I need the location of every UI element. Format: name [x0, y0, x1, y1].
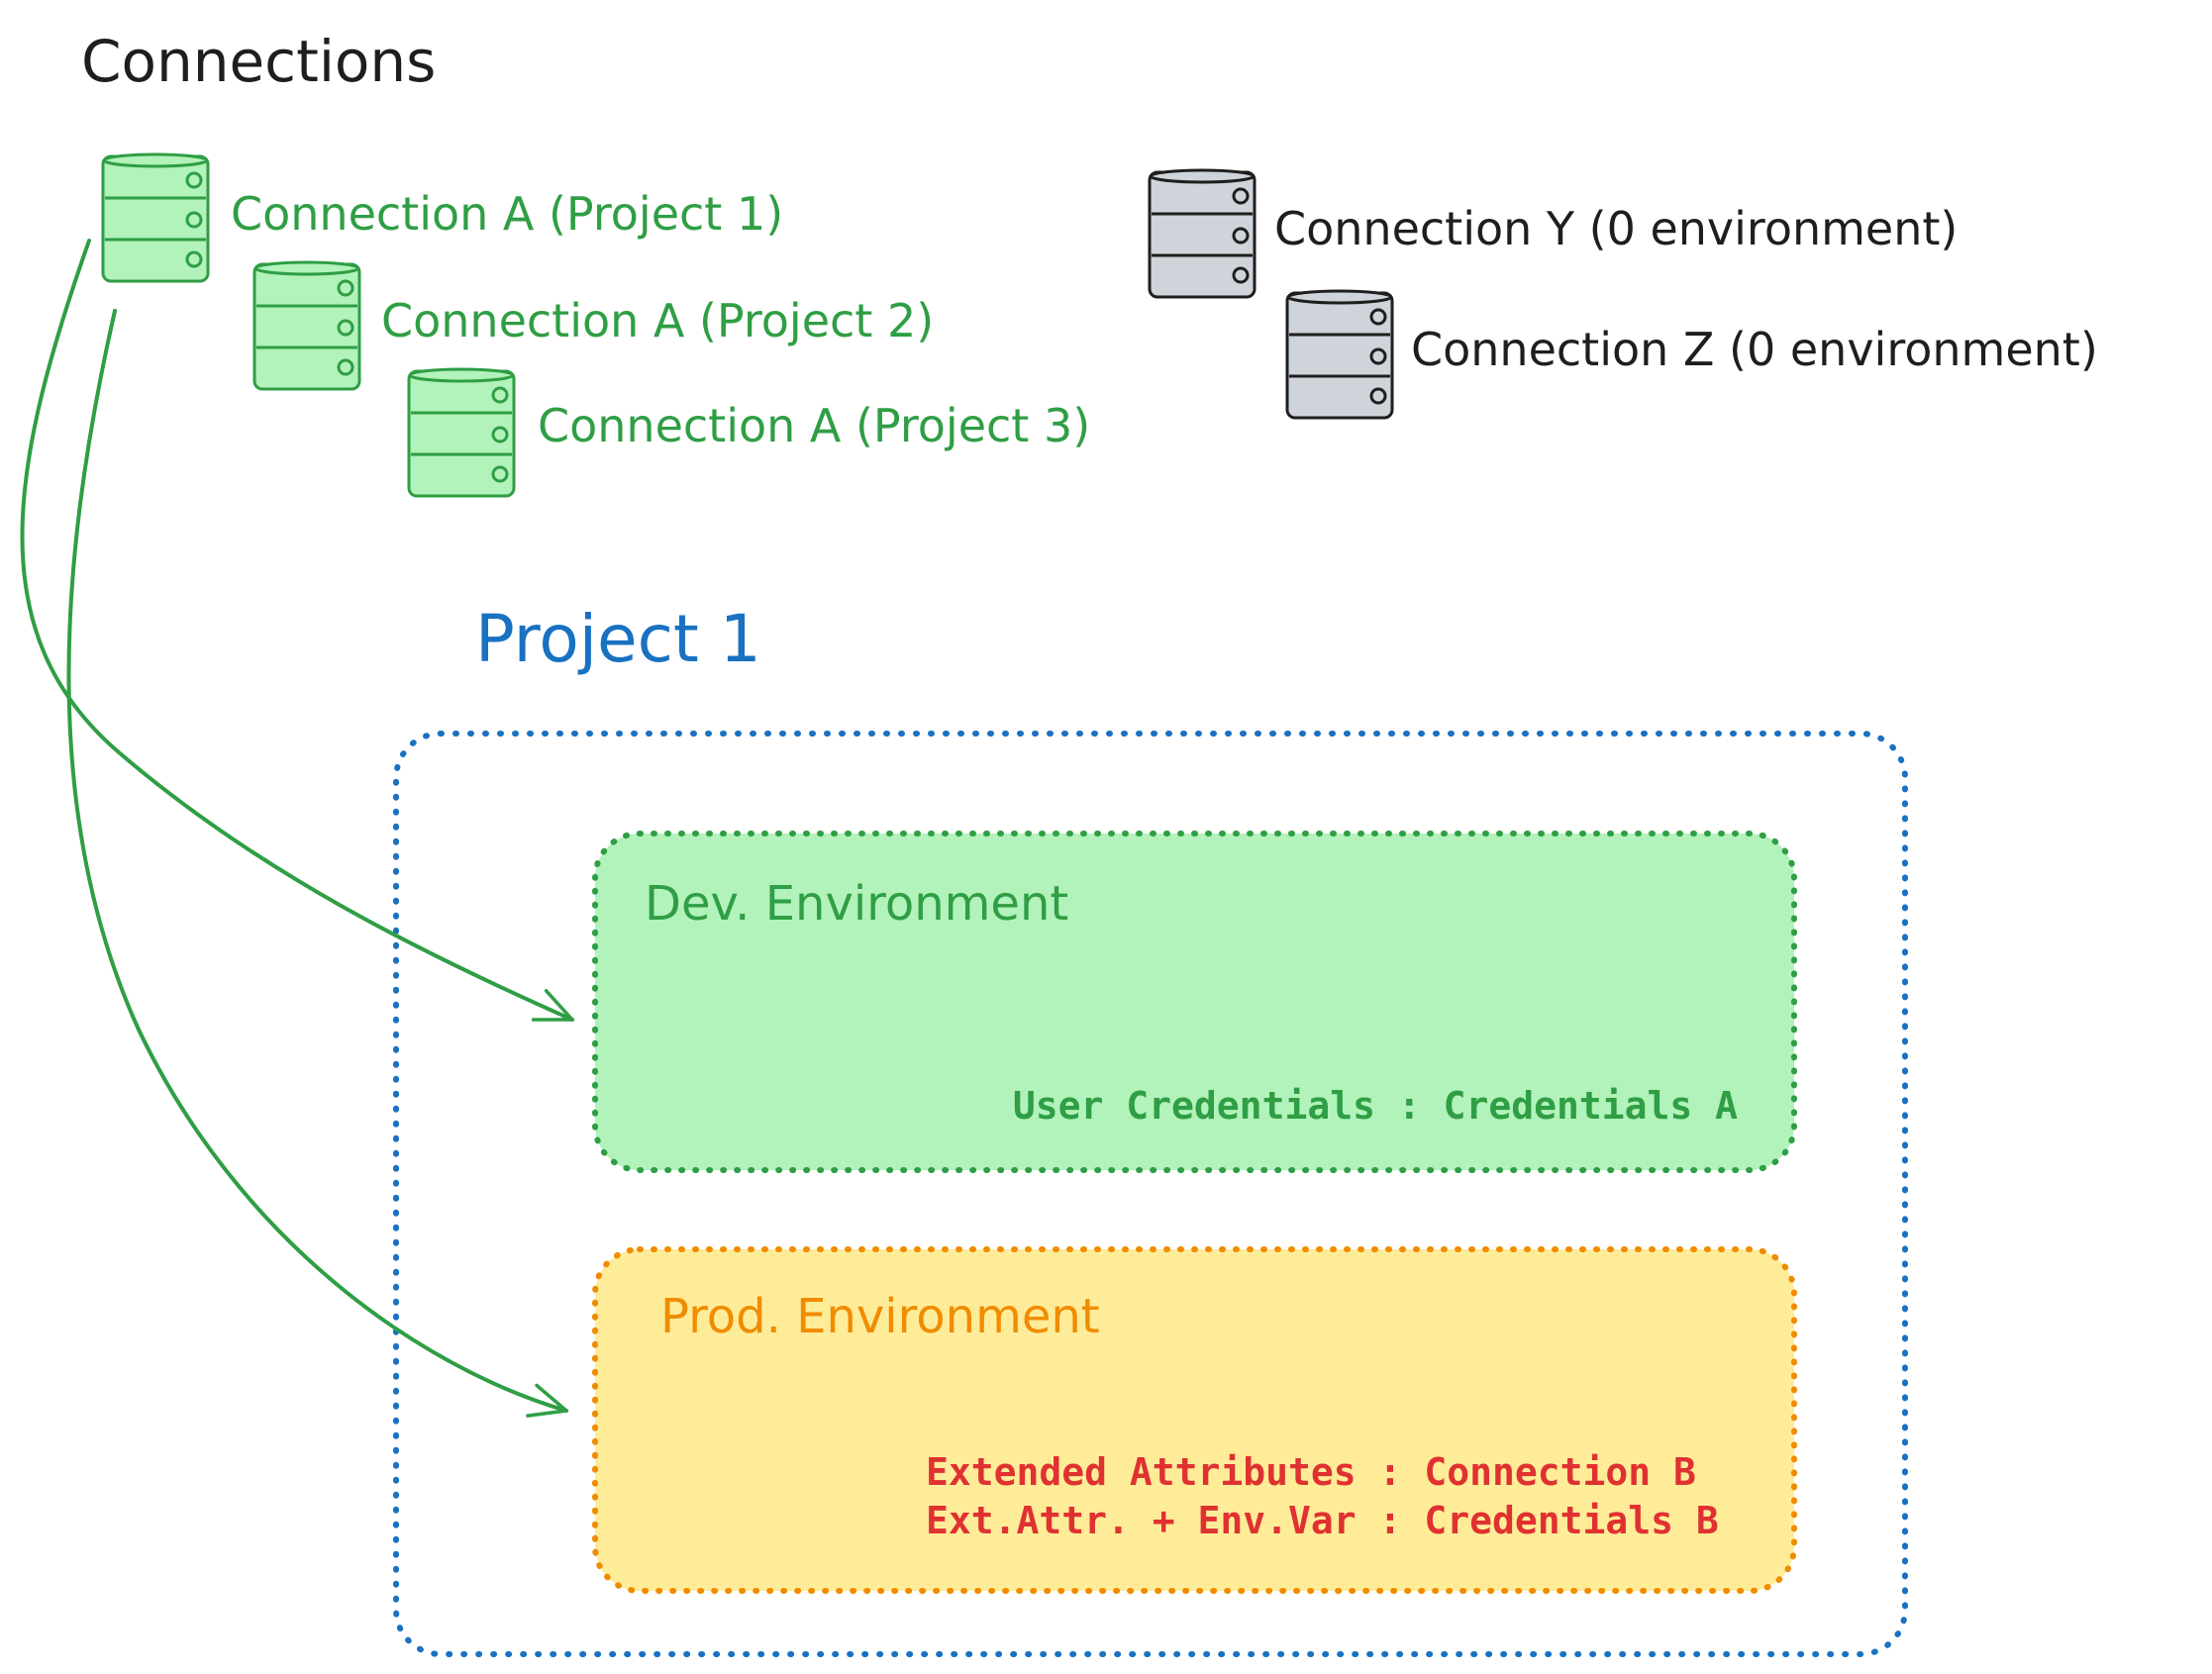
- diagram-title: Connections: [81, 28, 436, 95]
- database-icon: [1285, 289, 1394, 420]
- prod-extended-attributes-text: Extended Attributes : Connection B: [926, 1450, 1696, 1494]
- connection-label: Connection A (Project 2): [381, 294, 934, 347]
- dev-environment-title: Dev. Environment: [645, 876, 1068, 932]
- dev-environment-box: [592, 831, 1797, 1173]
- prod-environment-box: [592, 1246, 1797, 1594]
- dev-credentials-text: User Credentials : Credentials A: [1013, 1084, 1738, 1128]
- prod-environment-title: Prod. Environment: [660, 1289, 1100, 1344]
- database-icon: [252, 260, 361, 391]
- connection-label: Connection Y (0 environment): [1274, 202, 1958, 255]
- connection-label: Connection A (Project 1): [231, 187, 783, 241]
- prod-ext-attr-env-var-text: Ext.Attr. + Env.Var : Credentials B: [926, 1499, 1719, 1542]
- database-icon: [1148, 168, 1257, 299]
- project-title: Project 1: [475, 601, 761, 677]
- database-icon: [101, 152, 210, 283]
- arrow-to-prod-environment: [66, 309, 568, 1418]
- project-container: [393, 731, 1908, 1657]
- connection-label: Connection A (Project 3): [538, 399, 1090, 452]
- database-icon: [407, 367, 516, 498]
- connection-label: Connection Z (0 environment): [1411, 323, 2098, 376]
- arrow-to-dev-environment: [20, 239, 574, 1022]
